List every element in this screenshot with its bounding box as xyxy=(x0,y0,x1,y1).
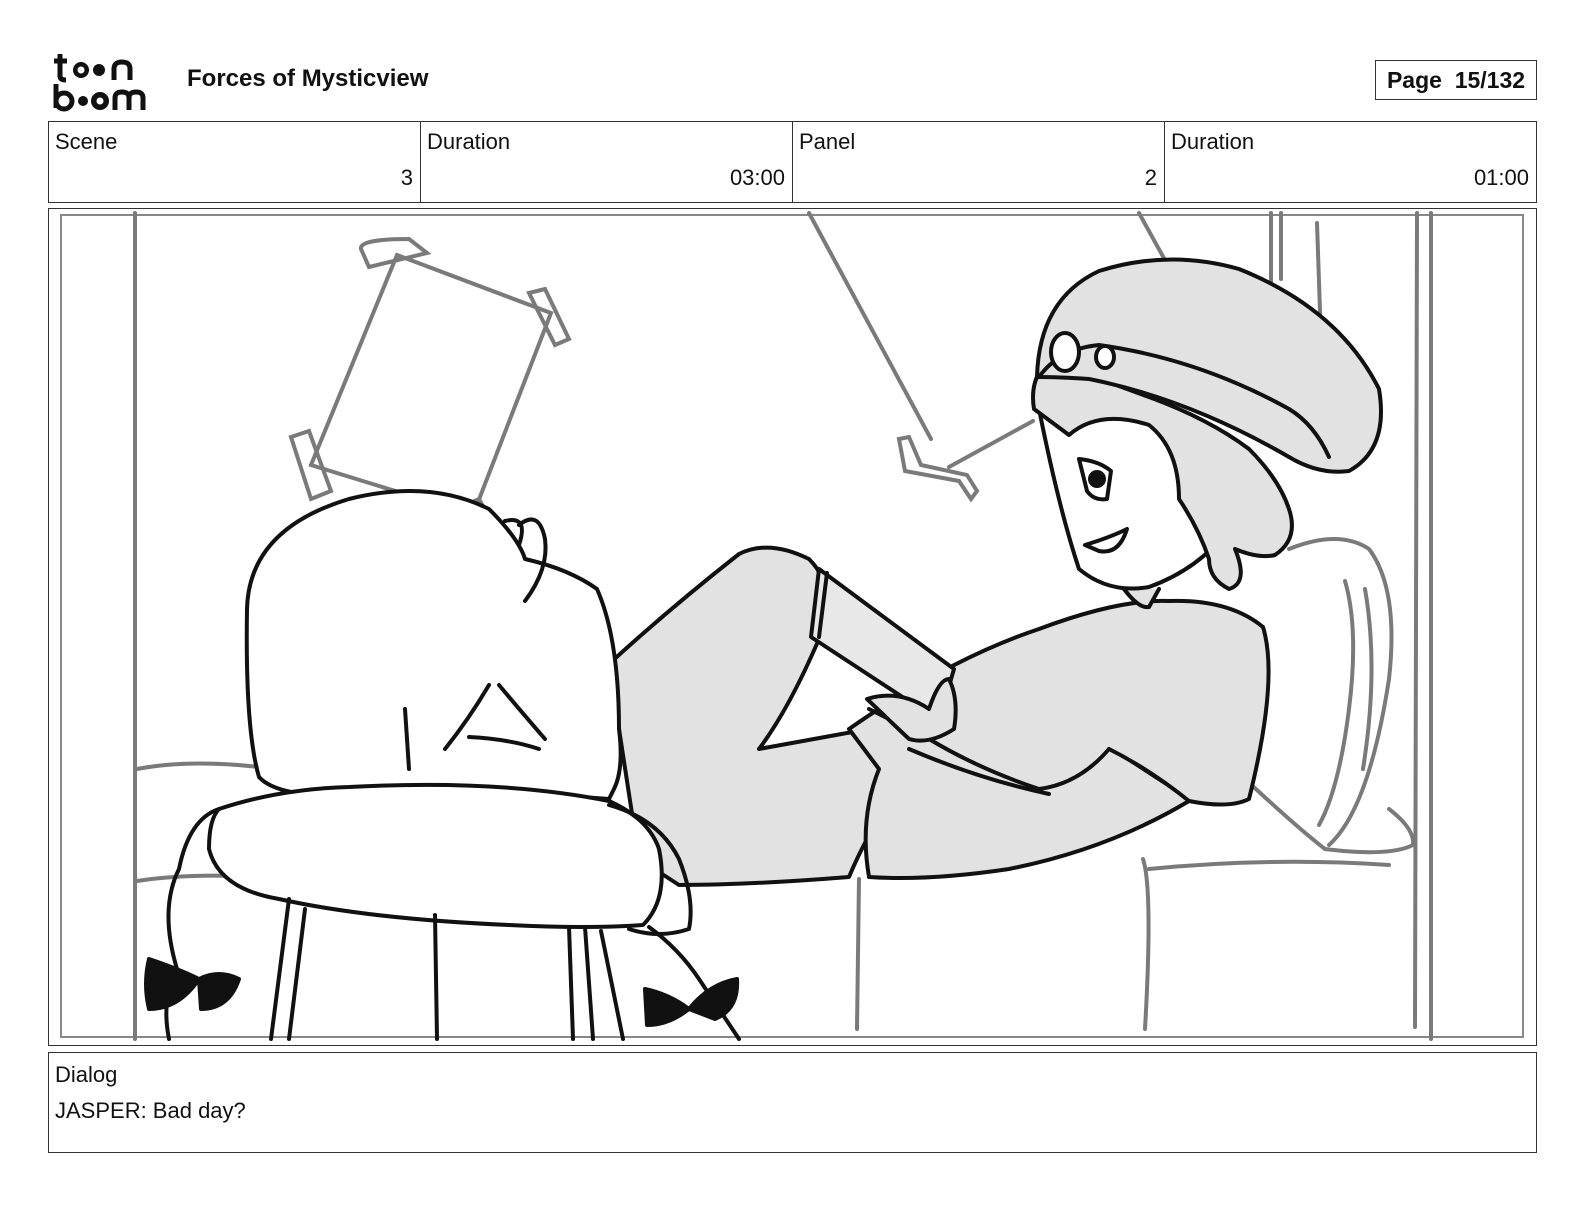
scene-cell: Scene 3 xyxy=(49,122,421,202)
jasper-figure xyxy=(607,257,1383,887)
panel-info-table: Scene 3 Duration 03:00 Panel 2 Duration … xyxy=(48,121,1537,203)
foreground-figure xyxy=(144,489,741,1041)
panel-label: Panel xyxy=(799,129,856,154)
toon-boom-logo xyxy=(52,50,164,112)
scene-duration-value: 03:00 xyxy=(729,165,785,190)
panel-sketch xyxy=(60,211,1524,1041)
safe-frame xyxy=(60,214,1524,1038)
panel-duration-value: 01:00 xyxy=(1473,165,1529,190)
scene-duration-cell: Duration 03:00 xyxy=(421,122,793,202)
scene-value: 3 xyxy=(400,165,413,190)
panel-duration-cell: Duration 01:00 xyxy=(1165,122,1536,202)
panel-value: 2 xyxy=(1144,165,1157,190)
scene-label: Scene xyxy=(55,129,118,154)
page-number: 15/132 xyxy=(1454,66,1526,93)
panel-duration-label: Duration xyxy=(1171,129,1255,154)
background-sketch xyxy=(133,211,1433,1041)
dialog-label: Dialog xyxy=(55,1062,118,1087)
project-title: Forces of Mysticview xyxy=(187,65,429,92)
panel-cell: Panel 2 xyxy=(793,122,1165,202)
page-label: Page xyxy=(1386,66,1442,93)
dialog-box: Dialog JASPER: Bad day? xyxy=(48,1052,1537,1153)
dialog-text: JASPER: Bad day? xyxy=(55,1098,246,1123)
page-indicator: Page 15/132 xyxy=(1375,60,1537,100)
storyboard-panel xyxy=(48,208,1537,1046)
scene-duration-label: Duration xyxy=(427,129,511,154)
